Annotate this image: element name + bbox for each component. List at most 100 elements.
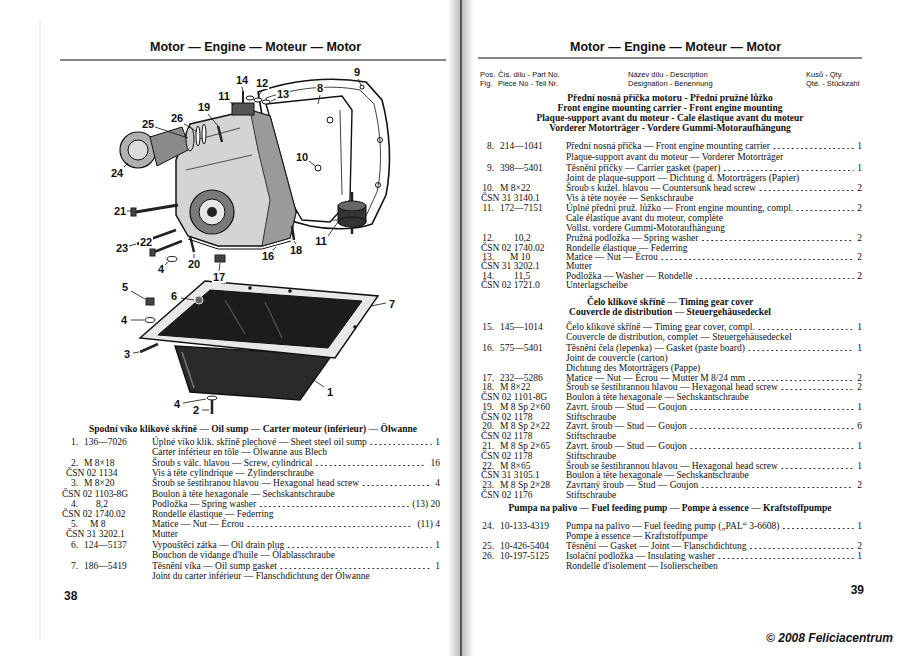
leader-line: [312, 379, 324, 387]
table-text: 10-426-5404: [500, 541, 549, 551]
table-text: Couvercle de distribution, complet — Ste…: [566, 332, 792, 342]
leader-line: [131, 291, 145, 299]
table-text: 2: [857, 203, 862, 213]
bolts: [131, 208, 136, 216]
page-fold: [460, 0, 462, 656]
table-text: Pumpa na palivo — Fuel feeding pump („PA…: [566, 521, 779, 531]
section-heading: Vorderer Motorträger - Vordere Gummi-Mot…: [549, 123, 791, 133]
table-text: Joint du carter inférieur — Flanschdicht…: [152, 571, 370, 581]
table-text: 1.: [71, 437, 78, 447]
table-text: Stiftschraube: [566, 412, 616, 422]
leader-line: [371, 303, 386, 306]
oil-sump: [140, 281, 378, 358]
carrier-gasket: [378, 138, 383, 143]
table-text: 2: [857, 541, 862, 551]
column-header: Désignation - Benennung: [628, 79, 713, 88]
callout-number: 18: [289, 244, 303, 256]
callout-number: 20: [187, 258, 201, 270]
callout-number: 6: [170, 290, 178, 302]
leader-line: [202, 410, 209, 411]
mounting-carrier: [340, 110, 342, 195]
table-text: 1: [435, 540, 440, 550]
callout-number: 8: [316, 82, 324, 94]
dot-leader: [749, 380, 853, 381]
column-header: Název dílu - Description: [628, 70, 708, 79]
section-heading: Spodní víko klikové skříně — Oil sump — …: [89, 424, 417, 434]
table-text: 10,2: [514, 233, 531, 243]
dot-leader: [288, 547, 431, 548]
table-text: 398—5401: [500, 163, 543, 173]
table-text: M 8 Sp 2×28: [500, 480, 550, 490]
section-heading: Pumpa na palivo — Fuel feeding pump — Po…: [509, 503, 832, 513]
dot-leader: [750, 548, 853, 549]
table-text: ČSN 02 1178: [481, 431, 532, 441]
dot-leader: [691, 409, 853, 410]
table-text: Úplné víko klik. skříně plechové — Sheet…: [152, 437, 367, 447]
table-text: Těsnění příčky — Carrier gasket (paper): [566, 163, 720, 173]
section-heading: Čelo klikové skříně — Timing gear cover: [587, 297, 753, 307]
leader-line: [309, 161, 315, 166]
table-text: Vypouštěcí zátka — Oil drain plug: [152, 540, 284, 550]
table-text: 22.: [482, 461, 494, 471]
sump-fasteners: [207, 396, 217, 400]
leader-line: [123, 79, 386, 410]
table-text: 2.: [71, 458, 78, 468]
table-text: 4.: [71, 499, 78, 509]
table-text: (11) 4: [417, 519, 440, 529]
table-text: Podložka — Spring washer: [152, 499, 256, 509]
table-text: 13.: [482, 252, 494, 262]
dot-leader: [696, 278, 853, 279]
leader-line: [181, 298, 194, 300]
table-text: 232—5286: [500, 373, 543, 383]
leader-line: [183, 123, 197, 132]
callout-number: 25: [141, 118, 155, 130]
oil-sump: [225, 300, 245, 334]
table-text: 1: [435, 437, 440, 447]
table-text: Šroub se šestihranou hlavou — Hexagonal …: [152, 478, 359, 488]
bolts: [150, 249, 155, 256]
page-fold: [448, 0, 474, 656]
page-header: Motor — Engine — Moteur — Motor: [570, 40, 781, 54]
leader-line: [133, 352, 139, 353]
callout-number: 19: [197, 101, 211, 113]
table-text: Boulon à tête hexagonale — Sechskantschr…: [152, 489, 335, 499]
bolts: [190, 236, 194, 252]
table-text: Matice — Nut — Écrou: [566, 252, 658, 262]
dot-leader: [691, 428, 853, 429]
column-header: Kusů - Qty.: [806, 70, 843, 79]
table-text: 25.: [482, 541, 494, 551]
table-text: Těsnění — Gasket — Joint — Flanschdichtu…: [566, 541, 746, 551]
column-header: Pièce No - Teil Nr.: [498, 79, 558, 88]
leader-line: [358, 79, 361, 85]
table-text: Pompe à essence — Kraftstoffpumpe: [566, 531, 708, 541]
table-text: Zavrt. šroub — Stud — Goujon: [566, 441, 687, 451]
table-text: 3.: [71, 478, 78, 488]
upper-mount: [262, 100, 270, 104]
upper-mount: [232, 103, 254, 115]
dot-leader: [719, 558, 853, 559]
table-text: M 10: [510, 252, 530, 262]
table-text: Stiftschraube: [566, 490, 616, 500]
callout-number: 4: [157, 263, 165, 275]
table-text: Čelo klikové skříně — Timing gear cover,…: [566, 322, 755, 332]
table-text: 24.: [482, 521, 494, 531]
oil-sump: [140, 281, 378, 400]
oil-sump: [158, 290, 362, 348]
table-text: Rondelle élastique — Federring: [152, 509, 274, 519]
table-text: Stiftschraube: [566, 451, 616, 461]
timing-cover: [250, 110, 296, 246]
table-text: ČSN 31 3140.1: [481, 193, 540, 203]
upper-mount: [242, 91, 244, 103]
table-text: 21.: [482, 441, 494, 451]
timing-cover: [176, 110, 296, 249]
table-text: Unterlagscheibe: [566, 280, 628, 290]
table-text: Mutter: [566, 261, 592, 271]
leader-line: [328, 222, 338, 236]
leader-line: [155, 127, 188, 138]
table-text: 14.: [482, 271, 494, 281]
table-text: 5.: [71, 519, 78, 529]
section-heading: Přední nosná příčka motoru - Přední pruž…: [567, 93, 773, 103]
timing-cover: [186, 155, 252, 170]
